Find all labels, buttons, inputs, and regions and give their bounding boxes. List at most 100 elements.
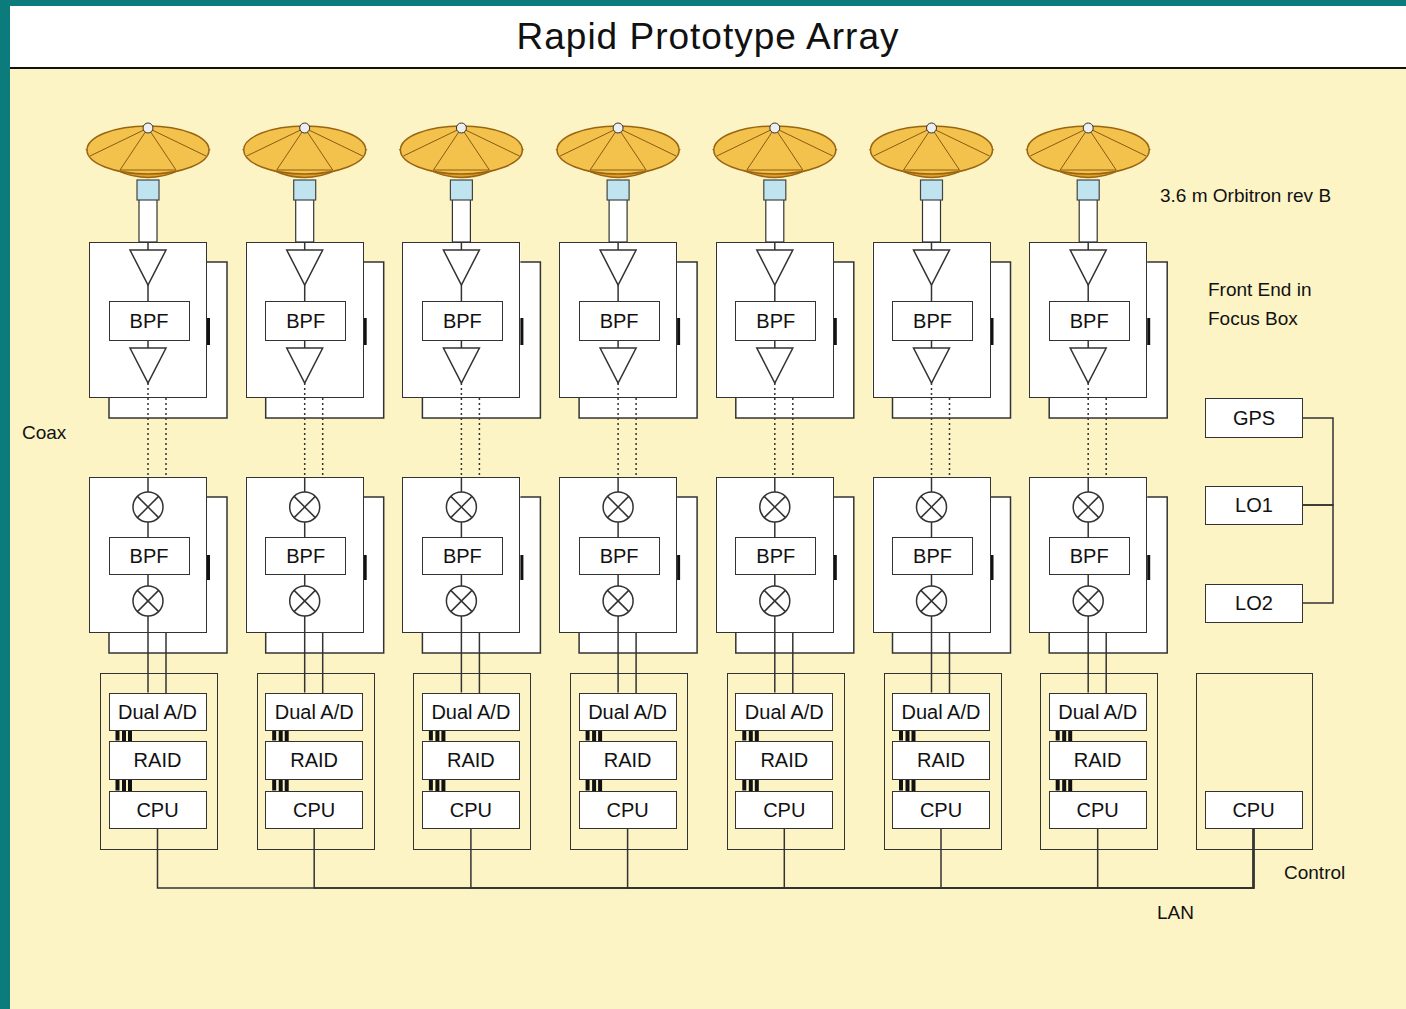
coax-wire [1105,398,1107,477]
signal-wire [774,341,776,348]
coax-wire [1087,383,1089,398]
block-box: CPU [422,791,520,829]
dish-rib [932,128,990,156]
bus-bar [912,731,916,741]
signal-connector [314,829,1253,889]
block-box: Dual A/D [1049,693,1147,731]
block-box: BPF [109,537,190,575]
coax-wire [931,383,933,398]
amplifier-symbol [600,348,636,383]
mixer-symbol [917,492,947,522]
signal-wire [1105,633,1107,693]
enclosure-box: Dual A/D RAID CPU [413,673,531,850]
signal-wire [931,242,933,250]
mixer-symbol [917,586,947,616]
enclosure-box: Dual A/DRAIDCPU [100,673,218,850]
mixer-cross [1078,590,1099,611]
bus-bar [1062,780,1066,791]
mixer-cross [294,496,315,517]
feed-stem [139,198,157,242]
signal-connector [784,829,1253,889]
block-label: CPU [763,799,805,821]
bus-bar [122,780,126,791]
signal-wire [774,616,776,633]
dish-rib [590,128,618,170]
block-label: BPF [286,545,325,567]
side-tab [364,318,367,345]
block-label: Dual A/D [118,701,197,723]
signal-wire [304,575,306,586]
block-label: BPF [913,310,952,332]
block-box: LO1 [1205,486,1303,525]
enclosure-box: CPU [1196,673,1313,850]
block-box: BPF [579,537,660,575]
coax-wire [461,383,463,398]
signal-wire [304,242,306,250]
coax-wire [165,398,167,477]
enclosure-box: Dual A/DRAIDCPU [257,673,375,850]
bus-bar [279,780,283,791]
amplifier-symbol [600,250,636,285]
block-box: CPU [1049,791,1147,829]
block-label: RAID [290,749,338,771]
signal-wire [147,341,149,348]
block-box: RAID [1049,741,1147,780]
signal-wire [774,575,776,586]
block-label: CPU [450,799,492,821]
block-box: BPF [892,301,973,341]
block-label: BPF [756,545,795,567]
enclosure-box: BPF [402,477,520,633]
dish-rib [1088,128,1146,156]
mixer-cross [294,590,315,611]
block-box: RAID [579,741,677,780]
mixer-cross [137,496,158,517]
antenna-column [714,123,854,791]
signal-wire [461,477,463,492]
side-tab [1147,318,1150,345]
block-box: RAID [422,741,520,780]
feed-horn [764,180,786,200]
signal-wire [147,616,149,633]
bus-bar [906,780,910,791]
antenna-column [400,123,540,791]
coax-wire [322,398,324,477]
mixer-cross [137,590,158,611]
block-label: BPF [443,310,482,332]
enclosure-box: BPF [559,477,677,633]
feed-stem [296,198,314,242]
block-box: CPU [109,791,207,829]
bus-bar [1062,731,1066,741]
annotation-label: Front End in Focus Box [1208,275,1358,333]
block-box: BPF [1049,537,1130,575]
amplifier-symbol [130,348,166,383]
dish-rib [1060,170,1116,171]
bus-bar [122,731,126,741]
bus-bar [598,731,602,741]
signal-connector [774,398,776,477]
side-tab [207,318,210,345]
annotation-label: LAN [1157,898,1194,927]
dish-rib [305,128,363,156]
mixer-cross [137,590,158,611]
data-bus [429,731,433,741]
block-box: Dual A/D [109,693,207,731]
dish-hub [300,123,310,133]
feed-horn [294,180,316,200]
block-box: BPF [735,537,816,575]
signal-wire [931,616,933,633]
block-label: BPF [600,545,639,567]
block-box: BPF [109,301,190,341]
block-box: Dual A/D [422,693,520,731]
mixer-symbol [760,586,790,616]
box-fill [716,477,834,633]
signal-wire [1087,285,1089,301]
signal-wire [147,522,149,537]
block-label: BPF [1070,545,1109,567]
annotation-label: Coax [22,418,66,447]
signal-wire [304,341,306,348]
mixer-cross [921,590,942,611]
data-bus [742,731,746,741]
bus-bar [749,731,753,741]
mixer-cross [921,496,942,517]
